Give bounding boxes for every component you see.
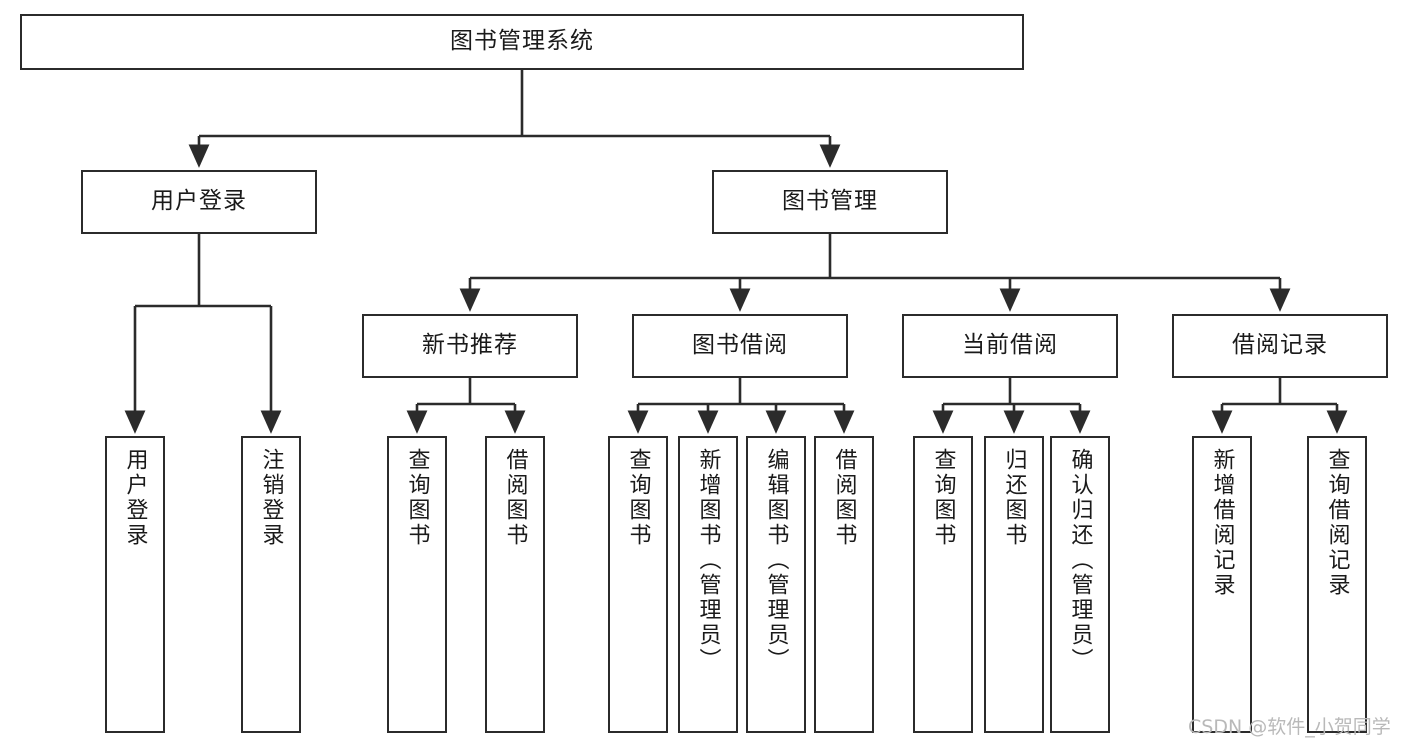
leaf-label: 注销登录 (258, 448, 284, 548)
node-book-management[interactable]: 图书管理 (712, 170, 948, 234)
leaf-logout[interactable]: 注销登录 (241, 436, 301, 733)
leaf-query-book-borrowing[interactable]: 查询图书 (608, 436, 668, 733)
leaf-borrow-book-recommendation[interactable]: 借阅图书 (485, 436, 545, 733)
leaf-label: 查询图书 (625, 448, 651, 548)
leaf-query-borrow-record[interactable]: 查询借阅记录 (1307, 436, 1367, 733)
leaf-label: 用户登录 (122, 448, 148, 548)
leaf-label: 查询图书 (404, 448, 430, 548)
leaf-add-borrow-record[interactable]: 新增借阅记录 (1192, 436, 1252, 733)
node-current-borrowing[interactable]: 当前借阅 (902, 314, 1118, 378)
leaf-user-login[interactable]: 用户登录 (105, 436, 165, 733)
csdn-watermark: CSDN @软件_小贺同学 (1188, 716, 1391, 738)
leaf-label: 编辑图书（管理员） (763, 448, 789, 673)
leaf-borrow-book[interactable]: 借阅图书 (814, 436, 874, 733)
leaf-label: 归还图书 (1001, 448, 1027, 548)
leaf-label: 确认归还（管理员） (1067, 448, 1093, 673)
node-user-login[interactable]: 用户登录 (81, 170, 317, 234)
leaf-add-book-admin[interactable]: 新增图书（管理员） (678, 436, 738, 733)
leaf-query-book-recommendation[interactable]: 查询图书 (387, 436, 447, 733)
leaf-query-book-current[interactable]: 查询图书 (913, 436, 973, 733)
node-new-book-recommendation[interactable]: 新书推荐 (362, 314, 578, 378)
leaf-label: 查询图书 (930, 448, 956, 548)
leaf-return-book[interactable]: 归还图书 (984, 436, 1044, 733)
leaf-label: 查询借阅记录 (1324, 448, 1350, 598)
leaf-label: 借阅图书 (831, 448, 857, 548)
leaf-label: 新增借阅记录 (1209, 448, 1235, 598)
node-book-borrowing[interactable]: 图书借阅 (632, 314, 848, 378)
leaf-label: 借阅图书 (502, 448, 528, 548)
node-root-system[interactable]: 图书管理系统 (20, 14, 1024, 70)
leaf-label: 新增图书（管理员） (695, 448, 721, 673)
node-borrowing-record[interactable]: 借阅记录 (1172, 314, 1388, 378)
leaf-edit-book-admin[interactable]: 编辑图书（管理员） (746, 436, 806, 733)
leaf-confirm-return-admin[interactable]: 确认归还（管理员） (1050, 436, 1110, 733)
